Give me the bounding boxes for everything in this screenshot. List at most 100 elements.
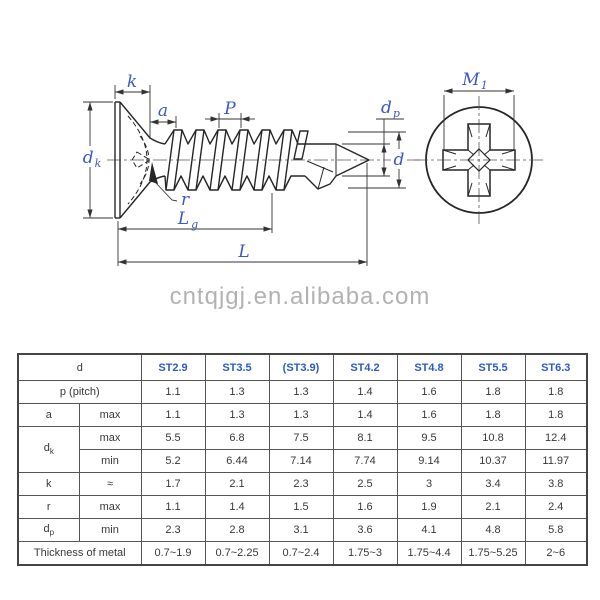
screw-head-top-view: [414, 96, 546, 224]
spec-cell: 1.9: [396, 495, 462, 519]
spec-cell: 3.8: [524, 472, 588, 496]
spec-cell: 2.5: [332, 472, 398, 496]
spec-cell: 9.14: [396, 449, 462, 473]
row-qualifier: min: [78, 518, 142, 542]
table-row-r: r max 1.1 1.4 1.5 1.6 1.9 2.1 2.4: [17, 495, 588, 519]
column-header: ST2.9: [140, 353, 206, 381]
spec-cell: 6.8: [204, 426, 270, 450]
dim-label-d: d: [394, 150, 405, 170]
spec-cell: 1.6: [396, 403, 462, 427]
dimension-lines: [83, 85, 406, 266]
spec-cell: 1.4: [332, 380, 398, 404]
row-qualifier: max: [78, 495, 142, 519]
dim-label-p: P: [223, 99, 236, 119]
column-header: ST3.5: [204, 353, 270, 381]
screw-technical-drawing: k a P dk dp d r Lg L M1: [82, 70, 546, 266]
spec-cell: 1.4: [204, 495, 270, 519]
table-row-k: k ≈ 1.7 2.1 2.3 2.5 3 3.4 3.8: [17, 472, 588, 496]
column-header: ST4.8: [396, 353, 462, 381]
spec-cell: 3: [396, 472, 462, 496]
spec-cell: 0.7~1.9: [140, 541, 206, 566]
spec-cell: 1.3: [268, 403, 334, 427]
table-row-dp: dp min 2.3 2.8 3.1 3.6 4.1 4.8 5.8: [17, 518, 588, 542]
row-label-a: a: [17, 403, 80, 427]
column-header: ST4.2: [332, 353, 398, 381]
spec-cell: 2~6: [524, 541, 588, 566]
table-row-dk-min: min 5.2 6.44 7.14 7.74 9.14 10.37 11.97: [18, 449, 588, 473]
thread-runout: [149, 162, 158, 184]
dim-label-k: k: [127, 72, 137, 92]
spec-cell: 1.8: [524, 403, 588, 427]
spec-cell: 4.1: [396, 518, 462, 542]
spec-cell: 1.4: [332, 403, 398, 427]
spec-cell: 1.75~4.4: [396, 541, 462, 566]
spec-cell: 0.7~2.25: [204, 541, 270, 566]
spec-cell: 1.6: [332, 495, 398, 519]
watermark-text: cntqjgj.en.alibaba.com: [169, 283, 431, 310]
spec-cell: 2.3: [268, 472, 334, 496]
spec-cell: 1.5: [268, 495, 334, 519]
spec-cell: 1.3: [204, 380, 270, 404]
spec-cell: 1.1: [140, 495, 206, 519]
spec-cell: 6.44: [204, 449, 270, 473]
spec-cell: 1.75~3: [332, 541, 398, 566]
dim-label-dk: dk: [83, 148, 102, 170]
spec-cell: 10.37: [460, 449, 526, 473]
spec-cell: 1.75~5.25: [460, 541, 526, 566]
spec-cell: 7.14: [268, 449, 334, 473]
phillips-recess: [442, 123, 516, 197]
spec-cell: 11.97: [524, 449, 588, 473]
drill-point: [293, 130, 370, 190]
spec-cell: 1.8: [460, 403, 526, 427]
table-row-dk-max: dk max 5.5 6.8 7.5 8.1 9.5 10.8 12.4: [17, 426, 588, 473]
spec-cell: 2.4: [524, 495, 588, 519]
table-row-thickness: Thickness of metal 0.7~1.9 0.7~2.25 0.7~…: [17, 541, 588, 566]
hidden-recess-lines: [127, 115, 151, 205]
spec-cell: 4.8: [460, 518, 526, 542]
column-header: ST5.5: [460, 353, 526, 381]
spec-cell: 3.4: [460, 472, 526, 496]
table-row-pitch: p (pitch) 1.1 1.3 1.3 1.4 1.6 1.8 1.8: [17, 380, 588, 404]
dim-label-a: a: [158, 101, 168, 121]
spec-cell: 1.3: [268, 380, 334, 404]
table-header-row: d ST2.9 ST3.5 (ST3.9) ST4.2 ST4.8 ST5.5 …: [17, 353, 588, 381]
spec-cell: 5.2: [140, 449, 206, 473]
spec-cell: 2.1: [204, 472, 270, 496]
spec-cell: 2.8: [204, 518, 270, 542]
row-qualifier: max: [78, 403, 142, 427]
row-label-dp: dp: [17, 518, 80, 542]
spec-cell: 1.3: [204, 403, 270, 427]
row-label-r: r: [17, 495, 80, 519]
spec-cell: 1.8: [460, 380, 526, 404]
dim-label-l: L: [237, 242, 249, 262]
spec-cell: 5.5: [140, 426, 206, 450]
spec-cell: 2.1: [460, 495, 526, 519]
row-label-dk: dk: [17, 426, 80, 473]
spec-cell: 0.7~2.4: [268, 541, 334, 566]
dim-label-m1: M1: [461, 70, 487, 92]
row-label-pitch: p (pitch): [17, 380, 142, 404]
column-header: ST6.3: [524, 353, 588, 381]
row-label-k: k: [17, 472, 80, 496]
spec-cell: 12.4: [524, 426, 588, 450]
spec-cell: 7.5: [268, 426, 334, 450]
spec-cell: 1.6: [396, 380, 462, 404]
spec-cell: 1.1: [140, 380, 206, 404]
spec-cell: 1.8: [524, 380, 588, 404]
row-qualifier: max: [78, 426, 142, 450]
spec-cell: 2.3: [140, 518, 206, 542]
row-qualifier: ≈: [78, 472, 142, 496]
spec-cell: 5.8: [524, 518, 588, 542]
spec-cell: 3.6: [332, 518, 398, 542]
column-header: (ST3.9): [268, 353, 334, 381]
dim-label-r: r: [181, 190, 190, 210]
table-row-a: a max 1.1 1.3 1.3 1.4 1.6 1.8 1.8: [17, 403, 588, 427]
dim-label-dp: dp: [381, 98, 400, 120]
spec-cell: 3.1: [268, 518, 334, 542]
thread-section: [164, 129, 336, 191]
m1-dimension: [443, 88, 515, 150]
spec-table: d ST2.9 ST3.5 (ST3.9) ST4.2 ST4.8 ST5.5 …: [17, 353, 588, 566]
spec-cell: 9.5: [396, 426, 462, 450]
